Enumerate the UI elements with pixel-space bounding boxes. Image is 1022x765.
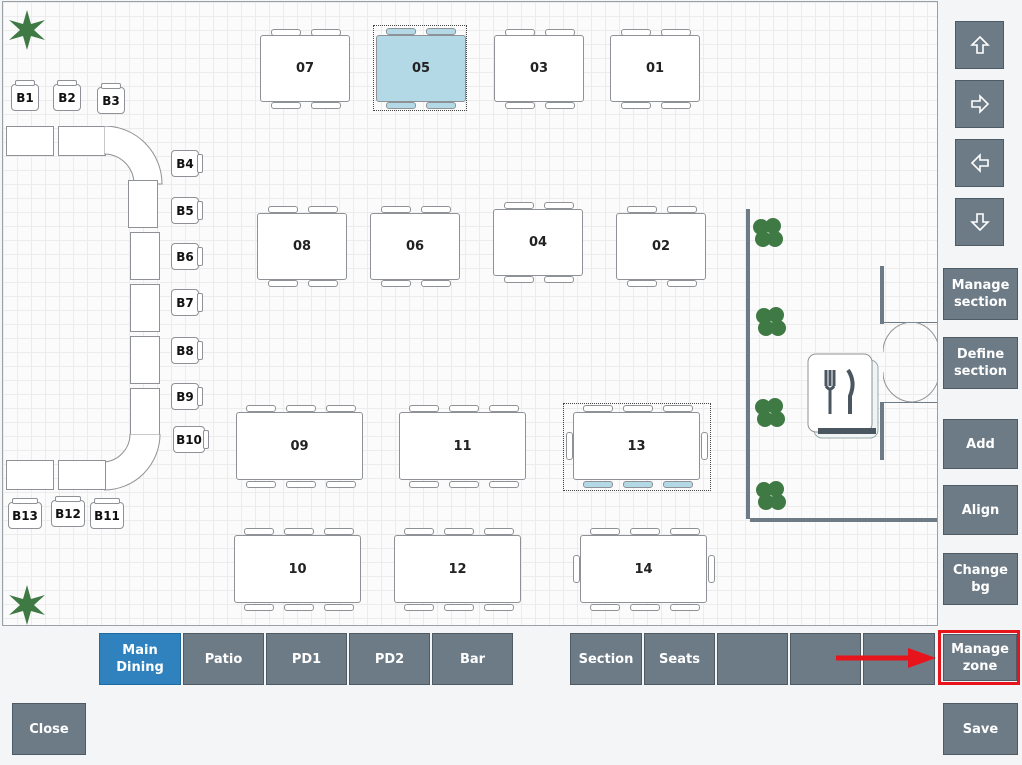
red-arrow-annotation (836, 648, 936, 668)
highlight-box (938, 630, 1020, 685)
define-section-button[interactable]: Define section (943, 337, 1018, 389)
view-tab-seats[interactable]: Seats (644, 633, 715, 685)
bar-counter-segment (58, 460, 106, 490)
table-12[interactable]: 12 (394, 535, 521, 603)
bar-seat-b1[interactable]: B1 (11, 80, 39, 111)
table-02[interactable]: 02 (616, 213, 706, 280)
bar-counter-segment (6, 126, 54, 156)
arrow-down-icon (969, 213, 990, 232)
table-09[interactable]: 09 (236, 412, 363, 480)
manage-section-button[interactable]: Manage section (943, 268, 1018, 320)
shrub-icon (756, 481, 786, 510)
floor-plan-canvas[interactable]: B1 B2 B3 B4 B5 B6 B7 B8 B9 B10 B13 B12 B… (2, 1, 938, 626)
save-button[interactable]: Save (943, 703, 1018, 755)
bar-counter-segment (6, 460, 54, 490)
move-down-button[interactable] (955, 198, 1004, 246)
view-tab-section[interactable]: Section (570, 633, 642, 685)
bar-seat-b8[interactable]: B8 (171, 337, 203, 364)
zone-tab-pd1[interactable]: PD1 (266, 633, 347, 685)
plant-icon (9, 585, 45, 625)
table-13[interactable]: 13 (573, 412, 700, 480)
bar-counter-segment (130, 388, 160, 436)
zone-tab-patio[interactable]: Patio (183, 633, 264, 685)
bar-seat-b10[interactable]: B10 (173, 426, 209, 453)
view-tab-empty-1[interactable] (717, 633, 788, 685)
bar-seat-b9[interactable]: B9 (171, 383, 203, 410)
close-button[interactable]: Close (12, 703, 86, 755)
arrow-right-icon (970, 94, 989, 114)
bar-seat-b5[interactable]: B5 (171, 197, 203, 224)
change-bg-button[interactable]: Change bg (943, 553, 1018, 605)
bar-seat-b7[interactable]: B7 (171, 289, 203, 316)
table-01[interactable]: 01 (610, 35, 700, 102)
table-04[interactable]: 04 (493, 209, 583, 276)
railing-wall (880, 402, 884, 460)
table-03[interactable]: 03 (494, 35, 584, 102)
zone-tab-main-dining[interactable]: Main Dining (99, 633, 181, 685)
table-07[interactable]: 07 (260, 35, 350, 102)
align-button[interactable]: Align (943, 485, 1018, 535)
bar-counter-segment (58, 126, 106, 156)
bar-counter-segment (130, 284, 160, 332)
bar-seat-b13[interactable]: B13 (8, 498, 42, 529)
railing-wall (880, 266, 884, 324)
zone-tab-pd2[interactable]: PD2 (349, 633, 430, 685)
add-button[interactable]: Add (943, 419, 1018, 469)
bar-counter-segment (130, 336, 160, 384)
bar-seat-b3[interactable]: B3 (97, 83, 125, 114)
plant-icon (9, 10, 45, 50)
table-08[interactable]: 08 (257, 213, 347, 280)
move-up-button[interactable] (955, 21, 1004, 69)
table-10[interactable]: 10 (234, 535, 361, 603)
manage-zone-button[interactable]: Manage zone (943, 634, 1017, 681)
kitchen-icon (807, 353, 879, 439)
table-14[interactable]: 14 (580, 535, 707, 603)
selection-outline (563, 403, 711, 491)
bar-seat-b11[interactable]: B11 (90, 498, 124, 529)
railing-wall (750, 518, 937, 522)
railing-wall (746, 209, 750, 519)
shrub-icon (755, 398, 785, 427)
shrub-icon (756, 307, 786, 336)
bar-counter-curve (104, 126, 163, 185)
table-11[interactable]: 11 (399, 412, 526, 480)
shrub-icon (753, 218, 783, 247)
move-left-button[interactable] (955, 139, 1004, 187)
bar-seat-b6[interactable]: B6 (171, 243, 203, 270)
arrow-left-icon (970, 153, 989, 173)
arrow-up-icon (969, 35, 990, 54)
bar-seat-b4[interactable]: B4 (171, 150, 203, 177)
bar-seat-b12[interactable]: B12 (51, 496, 85, 527)
bar-seat-b2[interactable]: B2 (53, 80, 81, 111)
selection-outline (373, 25, 467, 111)
zone-tab-bar[interactable]: Bar (432, 633, 513, 685)
table-06[interactable]: 06 (370, 213, 460, 280)
table-05[interactable]: 05 (376, 35, 466, 102)
bar-counter-segment (130, 232, 160, 280)
move-right-button[interactable] (955, 80, 1004, 128)
door-swing (883, 322, 937, 403)
bar-counter-curve (104, 434, 161, 491)
bar-counter-segment (128, 180, 158, 228)
